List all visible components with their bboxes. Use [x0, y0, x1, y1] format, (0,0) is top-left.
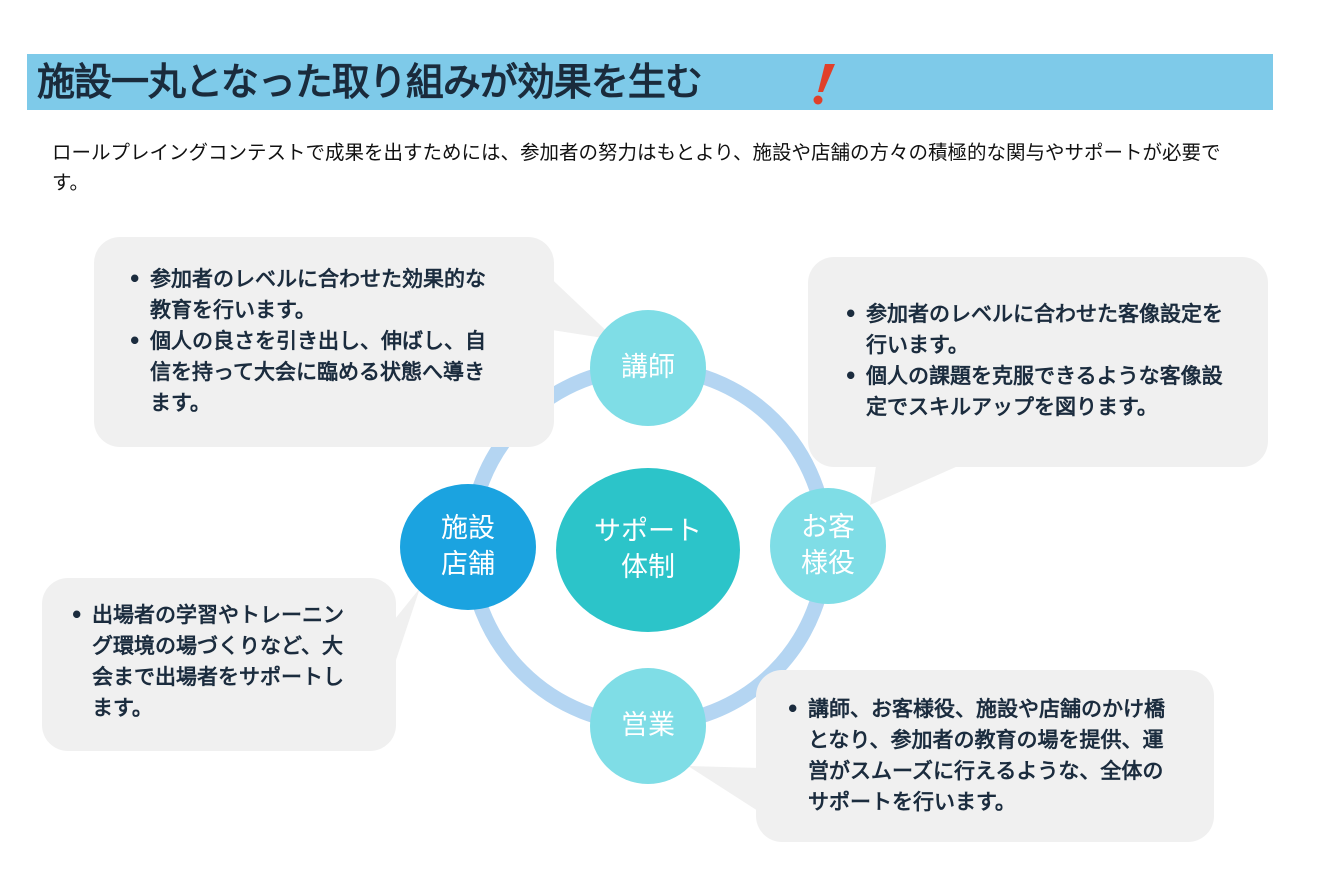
instructor-bubble-tail	[540, 268, 616, 340]
instructor-bullet: 個人の良さを引き出し、伸ばし、自信を持って大会に臨める状態へ導きます。	[128, 326, 504, 419]
sales-bullet: 講師、お客様役、施設や店舗のかけ橋となり、参加者の教育の場を提供、運営がスムーズ…	[786, 694, 1172, 818]
node-sales-label: 営業	[621, 710, 675, 741]
node-sales: 営業	[590, 668, 706, 784]
customer-bullet: 個人の課題を克服できるような客像設定でスキルアップを図ります。	[844, 361, 1234, 423]
facility-bullet: 出場者の学習やトレーニング環境の場づくりなど、大会まで出場者をサポートします。	[70, 600, 360, 724]
node-facility: 施設 店舗	[400, 484, 536, 610]
node-instructor-label: 講師	[621, 352, 675, 383]
title-bar: 施設一丸となった取り組みが効果を生む	[27, 54, 1273, 110]
node-customer-label-line2: 様役	[801, 548, 855, 579]
customer-bubble: 参加者のレベルに合わせた客像設定を行います。 個人の課題を克服できるような客像設…	[808, 257, 1268, 467]
sales-bubble-tail	[688, 766, 772, 820]
sales-bubble: 講師、お客様役、施設や店舗のかけ橋となり、参加者の教育の場を提供、運営がスムーズ…	[756, 670, 1214, 842]
node-facility-label-line1: 施設	[441, 513, 495, 544]
center-node-label-line2: 体制	[621, 552, 675, 583]
center-node-label-line1: サポート	[594, 516, 702, 547]
facility-bubble: 出場者の学習やトレーニング環境の場づくりなど、大会まで出場者をサポートします。	[42, 578, 396, 751]
customer-bullet: 参加者のレベルに合わせた客像設定を行います。	[844, 299, 1234, 361]
exclamation-mark-icon	[813, 64, 835, 105]
intro-text: ロールプレイングコンテストで成果を出すためには、参加者の努力はもとより、施設や店…	[52, 141, 1221, 194]
instructor-bullet: 参加者のレベルに合わせた効果的な教育を行います。	[128, 264, 504, 326]
instructor-bubble: 参加者のレベルに合わせた効果的な教育を行います。 個人の良さを引き出し、伸ばし、…	[94, 237, 554, 447]
page-title: 施設一丸となった取り組みが効果を生む	[37, 60, 703, 104]
node-facility-label-line2: 店舗	[441, 549, 495, 580]
center-node-support-system: サポート 体制	[556, 468, 740, 632]
node-instructor: 講師	[590, 310, 706, 426]
node-customer-label-line1: お客	[801, 512, 855, 543]
node-customer: お客 様役	[770, 488, 886, 604]
